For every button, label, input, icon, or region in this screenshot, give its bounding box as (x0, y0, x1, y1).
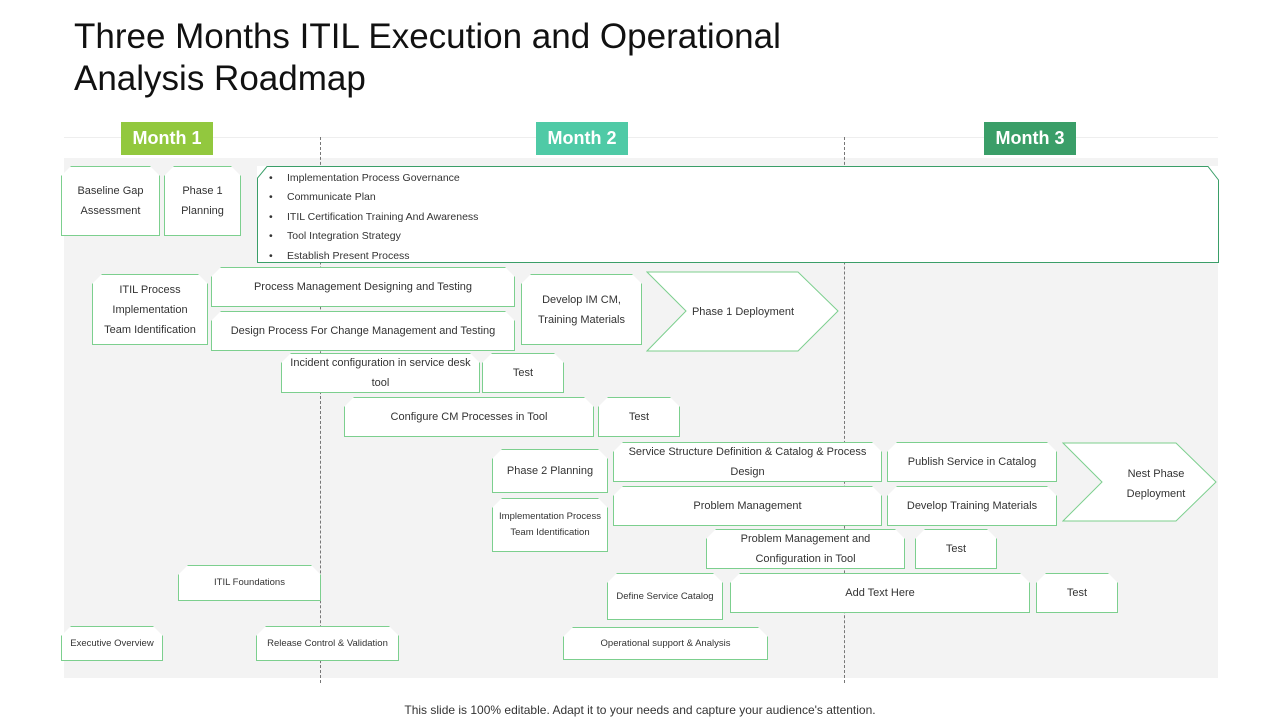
phase1-planning-box: Phase 1 Planning (164, 166, 241, 236)
test-box-4: Test (1036, 573, 1118, 613)
operational-support-box: Operational support & Analysis (563, 627, 768, 660)
nest-phase-label: Nest Phase Deployment (1126, 468, 1186, 500)
footer-note: This slide is 100% editable. Adapt it to… (404, 703, 876, 717)
page-title: Three Months ITIL Execution and Operatio… (74, 17, 781, 98)
configure-cm-box: Configure CM Processes in Tool (344, 397, 594, 437)
baseline-gap-box: Baseline Gap Assessment (61, 166, 160, 236)
test-box-1: Test (482, 353, 564, 393)
process-management-box: Process Management Designing and Testing (211, 267, 515, 307)
design-change-box: Design Process For Change Management and… (211, 311, 515, 351)
bullet-item: Establish Present Process (267, 247, 1219, 267)
phase2-planning-box: Phase 2 Planning (492, 449, 608, 493)
develop-im-box: Develop IM CM, Training Materials (521, 274, 642, 345)
month-1-label: Month 1 (121, 122, 213, 155)
release-control-box: Release Control & Validation (256, 626, 399, 661)
itil-process-team-box: ITIL Process Implementation Team Identif… (92, 274, 208, 345)
nest-phase-arrow (1062, 442, 1217, 522)
implementation-team-box: Implementation Process Team Identificati… (492, 498, 608, 552)
bullet-list: Implementation Process Governance Commun… (267, 169, 1219, 266)
test-box-2: Test (598, 397, 680, 437)
itil-foundations-box: ITIL Foundations (178, 565, 321, 601)
bullet-item: Tool Integration Strategy (267, 227, 1219, 247)
month-divider-2 (844, 137, 845, 683)
bullet-item: Communicate Plan (267, 188, 1219, 208)
add-text-box: Add Text Here (730, 573, 1030, 613)
header-divider (64, 137, 1218, 138)
problem-mgmt-config-box: Problem Management and Configuration in … (706, 529, 905, 569)
phase1-deployment-arrow (646, 271, 839, 352)
month-3-label: Month 3 (984, 122, 1076, 155)
publish-service-box: Publish Service in Catalog (887, 442, 1057, 482)
problem-management-box: Problem Management (613, 486, 882, 526)
develop-training-box: Develop Training Materials (887, 486, 1057, 526)
governance-bullet-box: Implementation Process Governance Commun… (257, 166, 1219, 266)
test-box-3: Test (915, 529, 997, 569)
month-divider-1 (320, 137, 321, 683)
month-2-label: Month 2 (536, 122, 628, 155)
phase1-deployment-label: Phase 1 Deployment (691, 306, 795, 318)
service-structure-box: Service Structure Definition & Catalog &… (613, 442, 882, 482)
incident-config-box: Incident configuration in service desk t… (281, 353, 480, 393)
define-service-box: Define Service Catalog (607, 573, 723, 620)
bullet-item: ITIL Certification Training And Awarenes… (267, 208, 1219, 228)
executive-overview-box: Executive Overview (61, 626, 163, 661)
bullet-item: Implementation Process Governance (267, 169, 1219, 189)
